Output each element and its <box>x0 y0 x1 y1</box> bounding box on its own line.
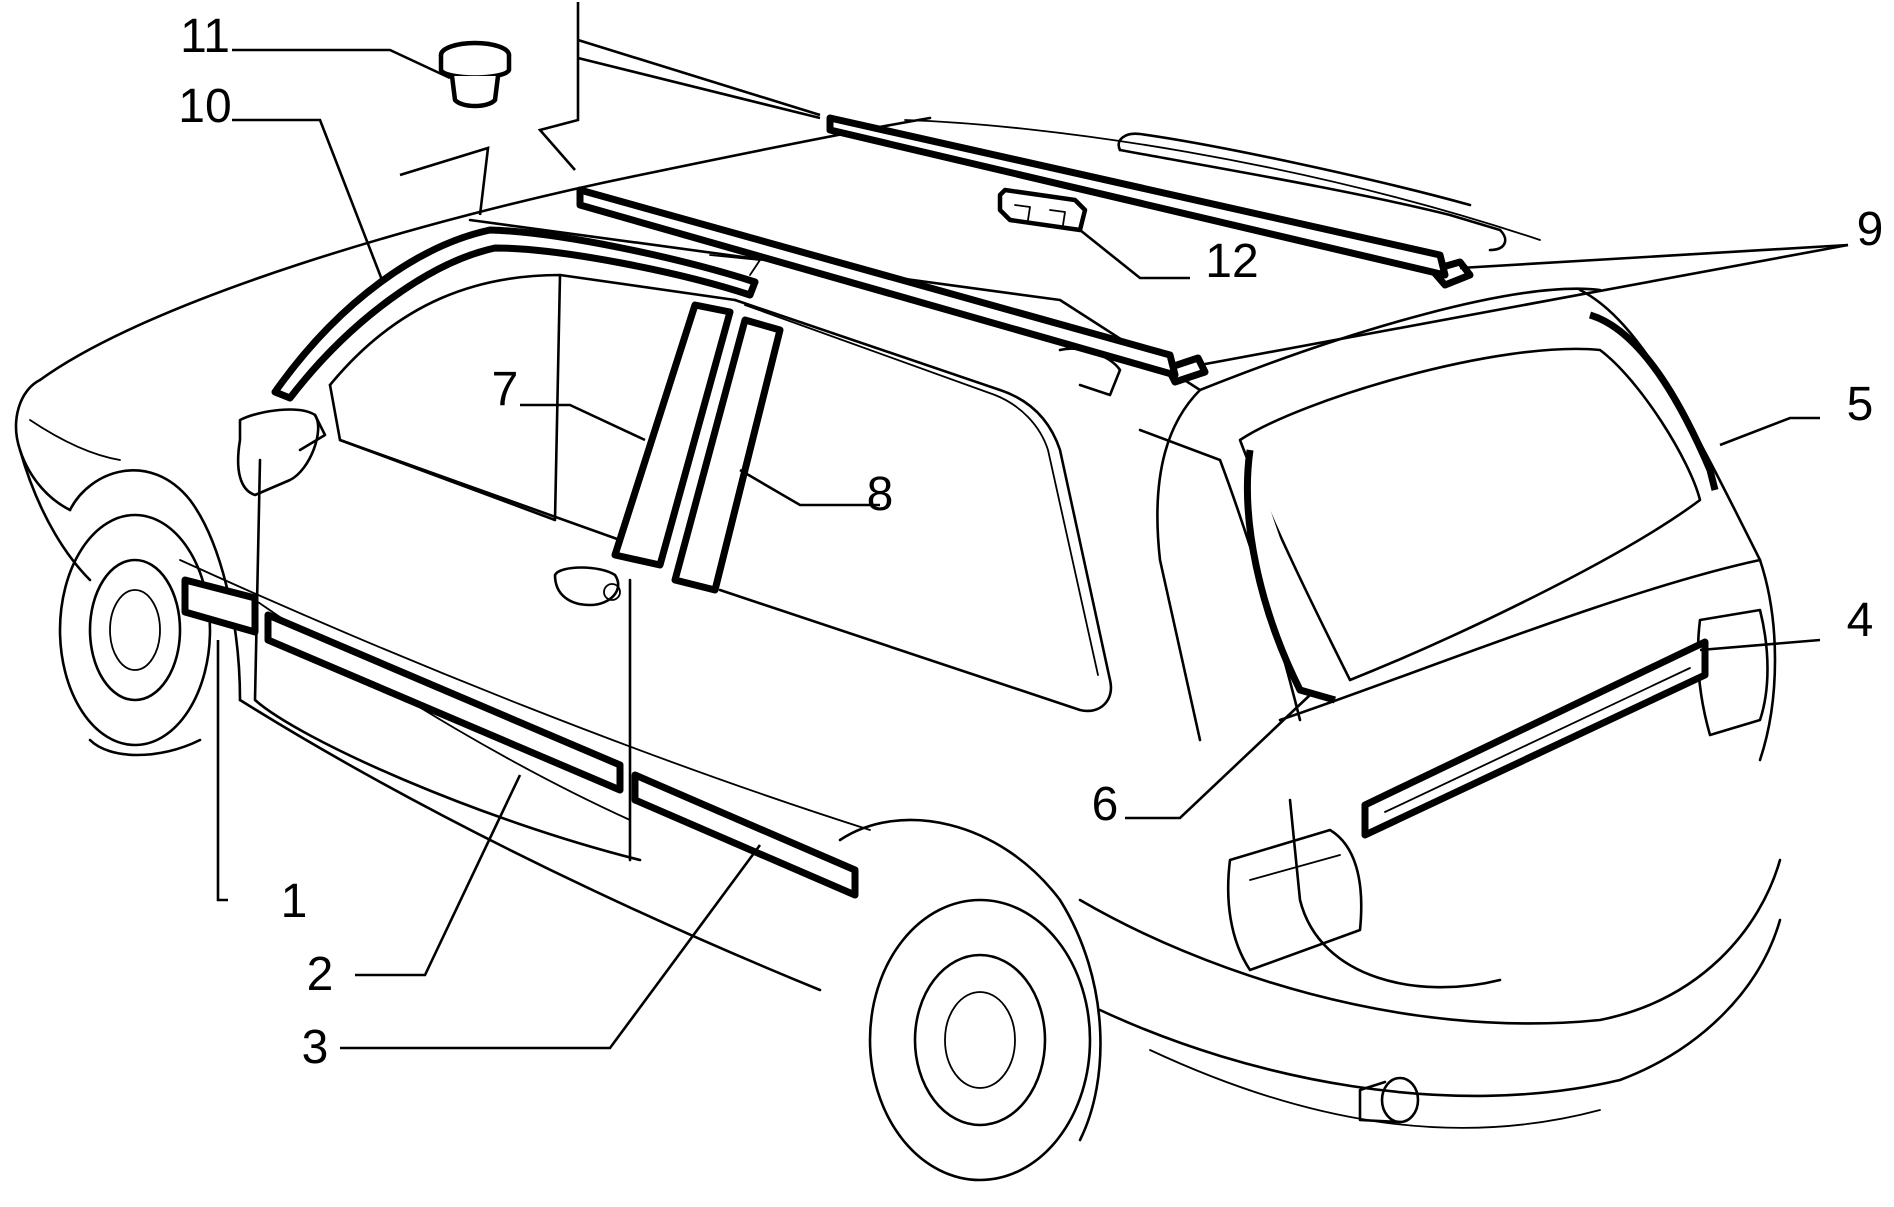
part-1-fender-trim <box>181 576 259 636</box>
callout-labels: 1 2 3 4 5 6 7 8 9 10 11 12 <box>178 10 1883 1074</box>
callout-10: 10 <box>178 80 231 133</box>
callout-9: 9 <box>1857 203 1884 256</box>
callout-3: 3 <box>302 1021 329 1074</box>
part-12-bracket <box>997 187 1088 233</box>
part-7-b-pillar-trim <box>611 301 734 569</box>
part-8-pillar-rear-trim <box>671 316 784 594</box>
callout-5: 5 <box>1847 378 1874 431</box>
callout-1: 1 <box>281 875 308 928</box>
part-5-rear-window-seal <box>1588 311 1719 491</box>
callout-2: 2 <box>307 948 334 1001</box>
callout-8: 8 <box>867 468 894 521</box>
trim-parts <box>181 40 1719 899</box>
callout-11: 11 <box>180 10 230 63</box>
part-4-tailgate-molding <box>1361 638 1709 839</box>
leader-lines <box>216 2 1849 1050</box>
callout-4: 4 <box>1847 594 1874 647</box>
callout-7: 7 <box>492 363 519 416</box>
part-6-rear-pillar-seal <box>1243 449 1336 704</box>
part-3-rear-side-molding <box>631 771 859 899</box>
callout-12: 12 <box>1205 235 1258 288</box>
callout-6: 6 <box>1092 778 1119 831</box>
car-body <box>14 116 1782 1182</box>
roof-drip-molding-right <box>826 114 1449 279</box>
roof-drip-molding-left <box>576 186 1179 379</box>
part-10-door-frame-seal <box>271 226 759 402</box>
part-2-front-door-molding <box>264 611 624 794</box>
part-11-clip <box>438 40 512 109</box>
